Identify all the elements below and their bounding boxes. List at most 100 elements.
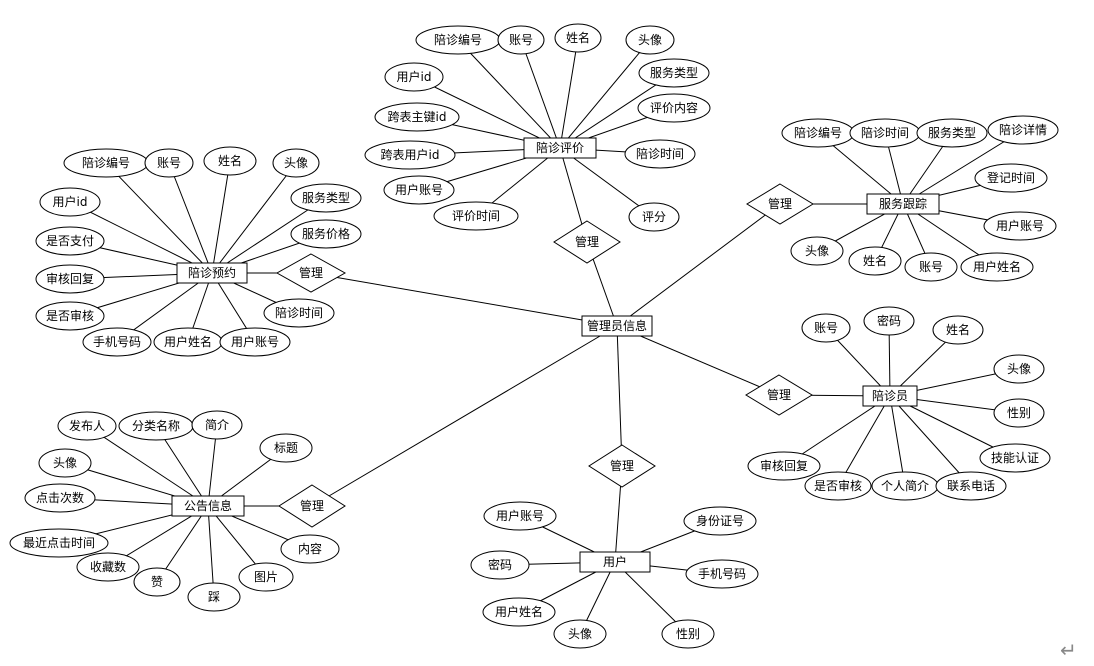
attribute-label: 跨表用户id	[381, 147, 440, 162]
edge-admin-rel_track	[616, 203, 781, 327]
attribute-node: 是否审核	[804, 471, 872, 501]
edge-escort-attr	[889, 395, 972, 487]
attribute-ellipse	[383, 175, 455, 205]
attribute-label: 用户账号	[496, 508, 544, 523]
attribute-label: 陪诊时间	[275, 305, 323, 320]
relationship-rel_notice: 管理	[278, 484, 346, 528]
attribute-label: 性别	[1007, 406, 1031, 420]
attribute-ellipse	[290, 219, 362, 249]
relationship-diamond	[275, 253, 347, 293]
attribute-node: 服务类型	[290, 183, 362, 213]
attribute-node: 跨表用户id	[364, 140, 456, 170]
attribute-label: 陪诊时间	[861, 125, 909, 140]
attribute-label: 账号	[509, 33, 533, 47]
entity-box	[523, 137, 597, 159]
attribute-ellipse	[384, 62, 444, 92]
attribute-ellipse	[35, 301, 105, 331]
attribute-node: 踩	[187, 582, 241, 612]
attribute-ellipse	[625, 25, 675, 55]
relationship-rel_review: 管理	[553, 220, 621, 264]
attribute-label: 用户姓名	[973, 259, 1021, 274]
attribute-node: 服务类型	[638, 58, 710, 88]
attribute-node: 陪诊编号	[781, 118, 855, 148]
attribute-node: 评分	[628, 202, 680, 232]
attribute-label: 姓名	[566, 30, 590, 45]
attribute-label: 是否支付	[46, 234, 94, 248]
attribute-ellipse	[76, 552, 140, 582]
attribute-node: 用户账号	[383, 175, 455, 205]
attribute-ellipse	[133, 567, 181, 597]
attribute-node: 姓名	[554, 23, 602, 53]
edge-admin-rel_escort	[616, 325, 780, 396]
attribute-ellipse	[685, 559, 759, 589]
attribute-node: 头像	[38, 448, 92, 478]
attribute-label: 用户id	[397, 69, 432, 84]
attribute-ellipse	[628, 202, 680, 232]
entity-label: 陪诊员	[872, 388, 908, 403]
attribute-node: 发布人	[57, 411, 117, 441]
attribute-ellipse	[497, 25, 545, 55]
entity-box	[862, 385, 918, 407]
attribute-label: 用户id	[53, 194, 88, 209]
attribute-node: 内容	[280, 534, 340, 564]
edge-booking-attr	[69, 201, 213, 274]
attribute-ellipse	[553, 619, 607, 649]
attribute-node: 标题	[259, 433, 313, 463]
attribute-ellipse	[993, 354, 1045, 384]
attribute-label: 是否审核	[814, 478, 862, 493]
edge-admin-rel_user	[616, 325, 623, 467]
attribute-label: 性别	[676, 627, 700, 641]
attribute-ellipse	[916, 118, 988, 148]
attribute-node: 姓名	[932, 315, 984, 345]
entity-admin: 管理员信息	[581, 315, 653, 337]
attribute-label: 审核回复	[46, 271, 94, 286]
attribute-ellipse	[280, 534, 340, 564]
attribute-node: 身份证号	[683, 506, 757, 536]
attribute-node: 账号	[904, 252, 958, 282]
attribute-node: 姓名	[203, 146, 257, 176]
edge-review-attr	[457, 39, 561, 149]
entity-box	[866, 193, 940, 215]
attribute-ellipse	[993, 398, 1045, 428]
attribute-label: 是否审核	[46, 308, 94, 323]
attribute-node: 跨表主键id	[374, 102, 460, 132]
attribute-label: 服务类型	[302, 190, 350, 205]
attribute-ellipse	[554, 23, 602, 53]
entity-box	[176, 262, 248, 284]
attribute-node: 账号	[801, 313, 851, 343]
attribute-label: 手机号码	[93, 335, 141, 349]
attribute-ellipse	[290, 183, 362, 213]
entity-label: 管理员信息	[587, 318, 647, 333]
edge-notice-attr	[207, 505, 215, 598]
attribute-ellipse	[637, 93, 711, 123]
attribute-label: 用户账号	[231, 334, 279, 349]
edge-track-attr	[902, 129, 1024, 205]
attribute-node: 服务价格	[290, 219, 362, 249]
attribute-label: 账号	[157, 156, 181, 170]
edge-booking-attr	[105, 162, 213, 274]
attribute-ellipse	[987, 115, 1059, 145]
entity-box	[171, 495, 245, 517]
attribute-label: 个人简介	[881, 479, 929, 493]
relationship-diamond	[746, 183, 814, 225]
attribute-node: 收藏数	[76, 552, 140, 582]
attribute-ellipse	[203, 146, 257, 176]
attribute-label: 用户账号	[395, 182, 443, 197]
attribute-node: 陪诊时间	[624, 139, 696, 169]
attribute-node: 头像	[625, 25, 675, 55]
attribute-ellipse	[935, 471, 1007, 501]
attribute-label: 陪诊时间	[636, 146, 684, 161]
attribute-ellipse	[191, 410, 243, 440]
entity-label: 服务跟踪	[879, 196, 927, 211]
attribute-ellipse	[259, 433, 313, 463]
entity-user: 用户	[579, 551, 651, 573]
attribute-node: 密码	[470, 550, 530, 580]
attribute-ellipse	[960, 252, 1034, 282]
entity-notice: 公告信息	[171, 495, 245, 517]
attribute-label: 用户账号	[996, 218, 1044, 233]
entity-label: 用户	[603, 554, 627, 569]
entity-review: 陪诊评价	[523, 137, 597, 159]
attribute-label: 踩	[208, 590, 220, 604]
attribute-ellipse	[638, 58, 710, 88]
edge-escort-attr	[837, 395, 891, 487]
